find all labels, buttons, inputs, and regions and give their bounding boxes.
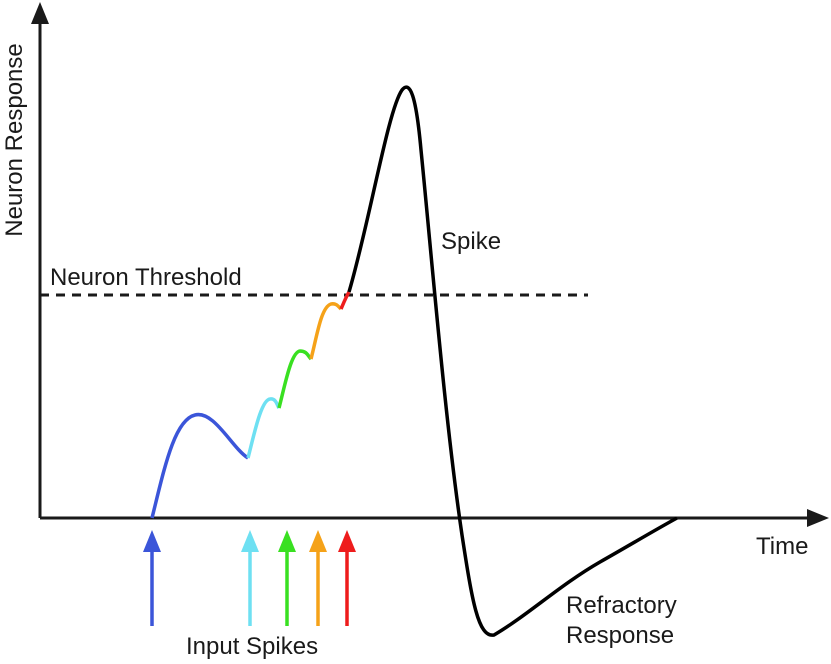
x-axis-arrowhead [807,509,829,527]
curve-segment-blue [150,413,250,519]
curve-segment-red [339,291,351,310]
spike-label: Spike [441,228,501,255]
y-axis-label: Neuron Response [1,43,28,236]
input-spikes-label: Input Spikes [186,633,318,660]
refractory-label-line1: Refractory [566,592,677,619]
curve-segment-spike [347,85,678,637]
refractory-label-line2: Response [566,622,674,649]
threshold-label: Neuron Threshold [50,264,242,291]
y-axis-arrowhead [31,2,49,24]
curve-segment-cyan [246,397,281,459]
input-arrow-2 [241,530,259,626]
input-arrow-5 [338,530,356,626]
curve-segment-green [277,349,313,409]
input-arrow-3 [278,530,296,626]
x-axis-label: Time [756,533,808,560]
input-arrow-1 [143,530,161,626]
curve-segment-orange [309,302,343,360]
input-arrow-4 [309,530,327,626]
